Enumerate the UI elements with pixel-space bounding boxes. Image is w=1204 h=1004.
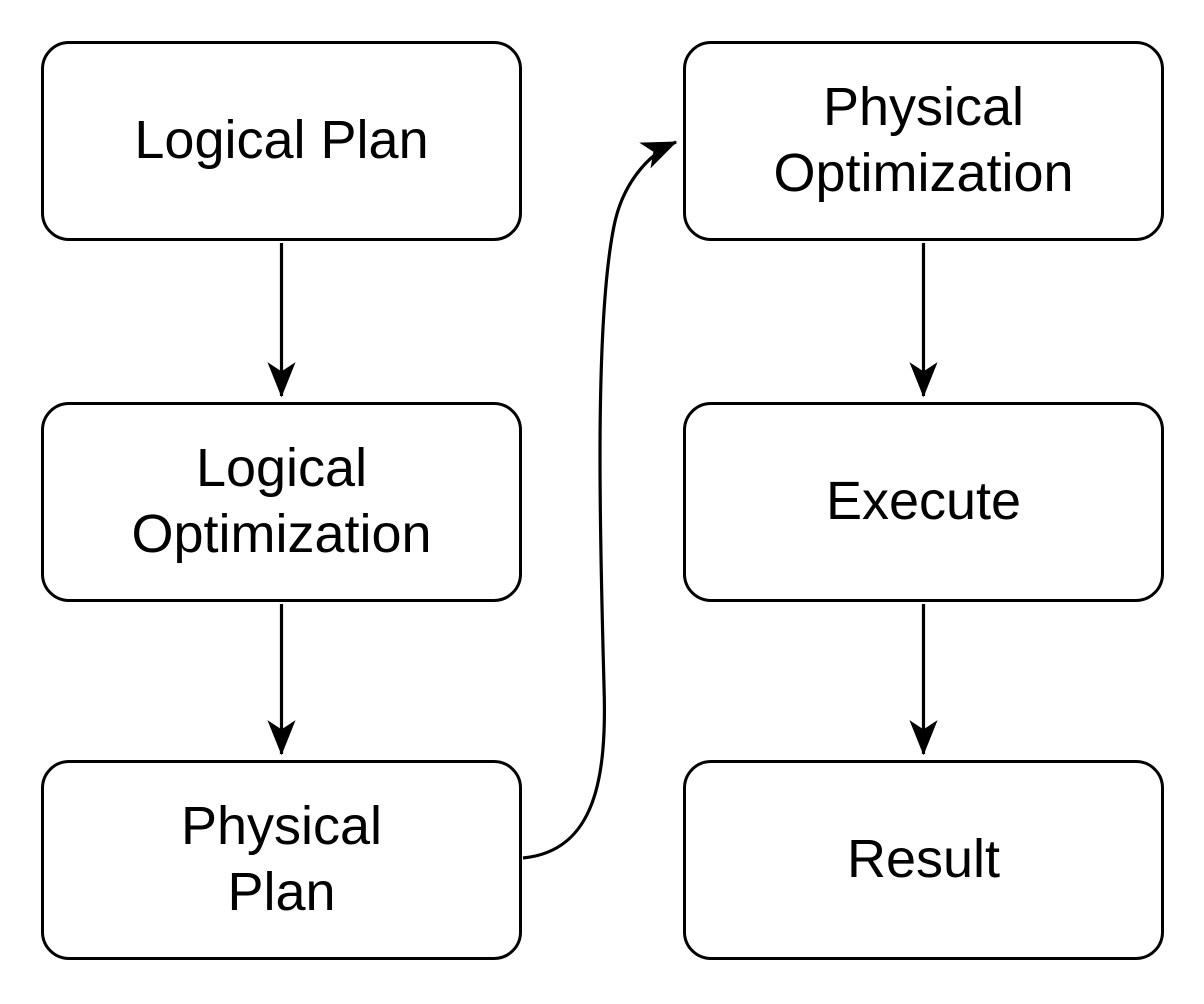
node-execute-label: Execute xyxy=(825,471,1022,532)
node-logical-plan: Logical Plan xyxy=(41,41,522,241)
node-physical-plan: Physical Plan xyxy=(41,760,522,960)
node-physical-plan-label: Physical Plan xyxy=(180,796,383,922)
node-logical-optimization: Logical Optimization xyxy=(41,402,522,602)
node-logical-plan-label: Logical Plan xyxy=(134,110,429,171)
node-physical-optimization: Physical Optimization xyxy=(683,41,1164,241)
node-physical-optimization-label: Physical Optimization xyxy=(773,77,1074,203)
node-result-label: Result xyxy=(846,829,1001,890)
edge-physical-plan-to-physical-optimization xyxy=(522,140,678,860)
node-execute: Execute xyxy=(683,402,1164,602)
node-result: Result xyxy=(683,760,1164,960)
node-logical-optimization-label: Logical Optimization xyxy=(131,438,432,564)
